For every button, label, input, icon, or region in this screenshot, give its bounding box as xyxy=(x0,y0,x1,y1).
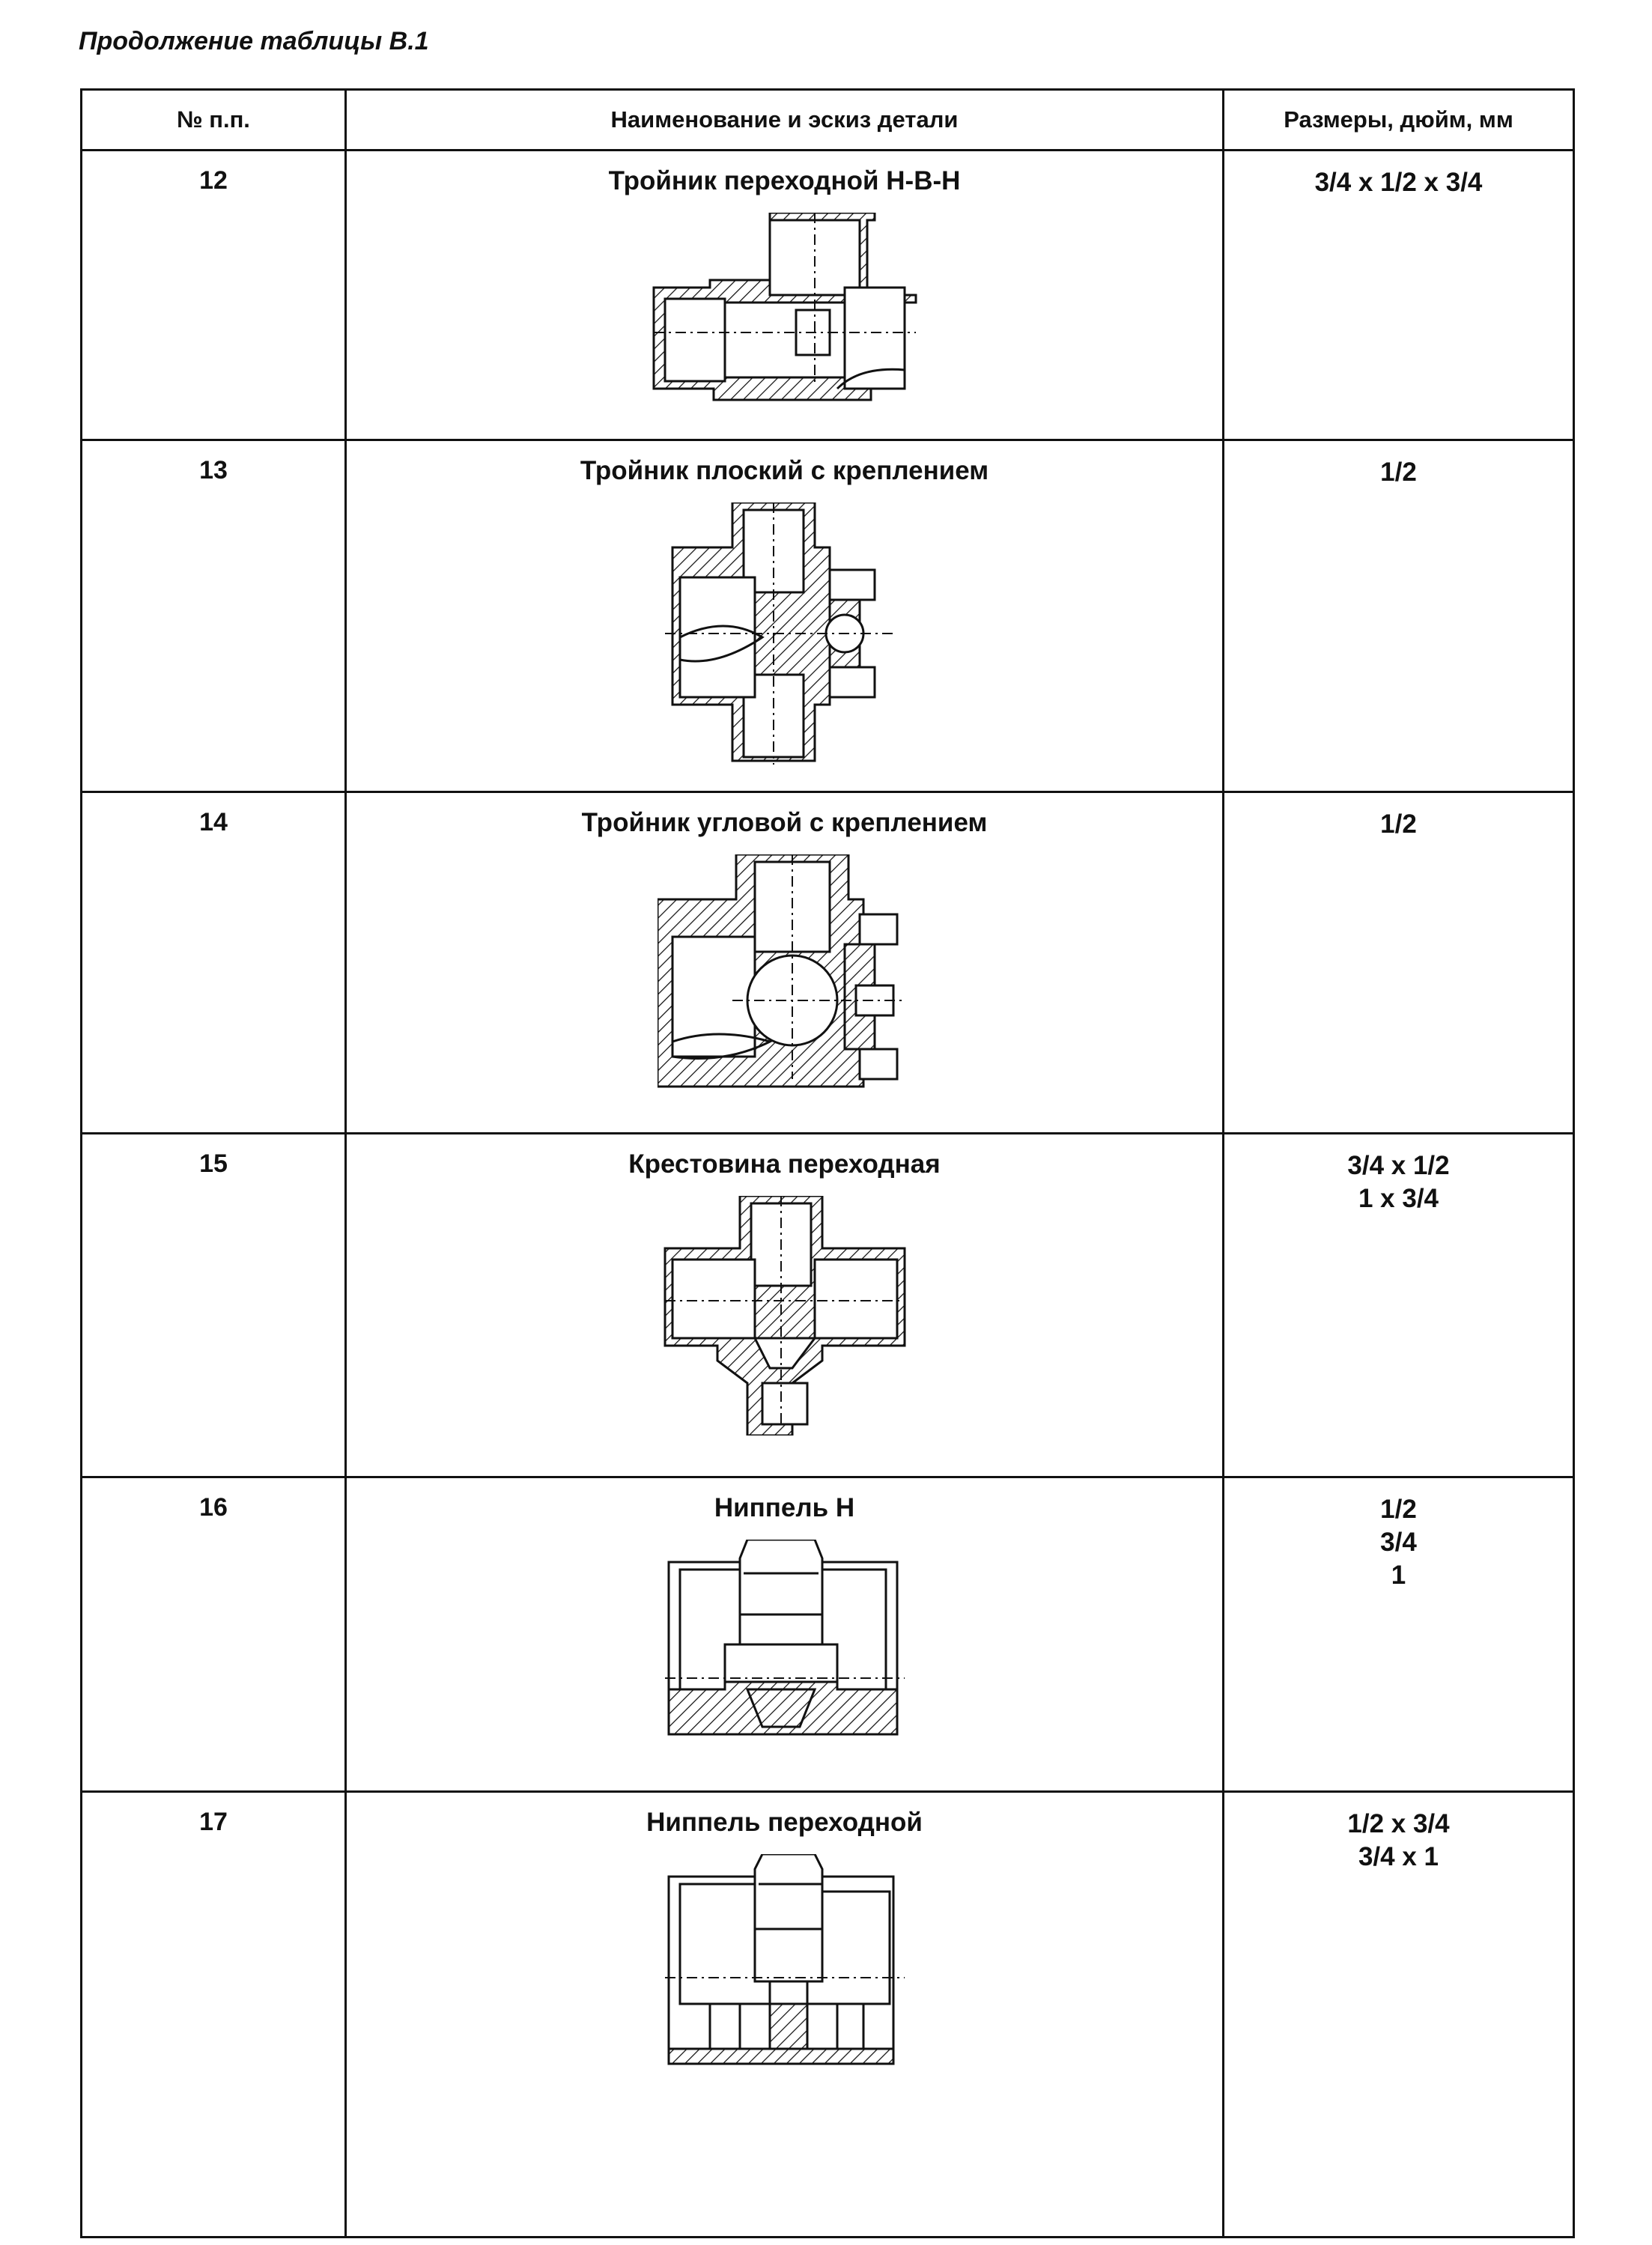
fittings-table: № п.п. Наименование и эскиз детали Разме… xyxy=(80,88,1575,2238)
size-value: 1/2 x 3/4 xyxy=(1347,1809,1450,1838)
row-name: Тройник плоский с креплением xyxy=(580,456,989,485)
table-row: 17 Ниппель переходной xyxy=(80,1790,1575,2238)
row-name-cell: Ниппель переходной xyxy=(344,1790,1224,2238)
cross-transition-sketch-icon xyxy=(658,1196,912,1436)
row-name: Тройник переходной Н-В-Н xyxy=(608,166,961,195)
row-name-cell: Тройник угловой с креплением xyxy=(344,791,1224,1134)
size-value: 1 x 3/4 xyxy=(1358,1184,1439,1213)
size-value: 3/4 x 1/2 x 3/4 xyxy=(1314,168,1483,197)
header-num: № п.п. xyxy=(80,88,347,151)
row-name-cell: Тройник переходной Н-В-Н xyxy=(344,149,1224,441)
table-row: 16 Ниппель Н 1/2 3/4 1 xyxy=(80,1476,1575,1793)
row-sizes: 1/2 xyxy=(1222,439,1575,793)
nipple-transition-sketch-icon xyxy=(665,1854,905,2079)
size-value: 1/2 xyxy=(1380,809,1417,839)
row-name-cell: Крестовина переходная xyxy=(344,1132,1224,1478)
row-name: Ниппель Н xyxy=(714,1493,855,1522)
size-value: 3/4 x 1 xyxy=(1358,1842,1439,1871)
table-row: 12 Тройник переходной Н-В-Н 3/4 x 1/2 x … xyxy=(80,149,1575,441)
row-sizes: 3/4 x 1/2 1 x 3/4 xyxy=(1222,1132,1575,1478)
header-name: Наименование и эскиз детали xyxy=(344,88,1224,151)
row-name-cell: Тройник плоский с креплением xyxy=(344,439,1224,793)
size-value: 1/2 xyxy=(1380,1495,1417,1524)
tee-transition-sketch-icon xyxy=(650,213,920,415)
row-number: 16 xyxy=(80,1476,347,1793)
row-sizes: 1/2 xyxy=(1222,791,1575,1134)
size-value: 1/2 xyxy=(1380,458,1417,487)
table-header-row: № п.п. Наименование и эскиз детали Разме… xyxy=(80,88,1575,151)
row-name: Ниппель переходной xyxy=(646,1808,923,1837)
nipple-sketch-icon xyxy=(665,1540,905,1742)
row-sizes: 1/2 3/4 1 xyxy=(1222,1476,1575,1793)
table-row: 14 Тройник угловой с креплением xyxy=(80,791,1575,1134)
table-caption: Продолжение таблицы В.1 xyxy=(79,27,429,55)
angle-tee-mount-sketch-icon xyxy=(657,854,912,1102)
size-value: 3/4 xyxy=(1380,1528,1417,1557)
row-number: 15 xyxy=(80,1132,347,1478)
table-row: 13 Тройник плоский с креплением xyxy=(80,439,1575,793)
row-name: Крестовина переходная xyxy=(628,1149,941,1179)
row-number: 17 xyxy=(80,1790,347,2238)
row-sizes: 3/4 x 1/2 x 3/4 xyxy=(1222,149,1575,441)
flat-tee-mount-sketch-icon xyxy=(665,502,905,772)
table-row: 15 Крестовина переходная 3/4 x 1/2 1 x 3… xyxy=(80,1132,1575,1478)
row-number: 14 xyxy=(80,791,347,1134)
row-name: Тройник угловой с креплением xyxy=(581,808,988,837)
size-value: 3/4 x 1/2 xyxy=(1347,1151,1450,1180)
row-number: 12 xyxy=(80,149,347,441)
size-value: 1 xyxy=(1391,1561,1406,1590)
row-sizes: 1/2 x 3/4 3/4 x 1 xyxy=(1222,1790,1575,2238)
row-number: 13 xyxy=(80,439,347,793)
row-name-cell: Ниппель Н xyxy=(344,1476,1224,1793)
header-size: Размеры, дюйм, мм xyxy=(1222,88,1575,151)
